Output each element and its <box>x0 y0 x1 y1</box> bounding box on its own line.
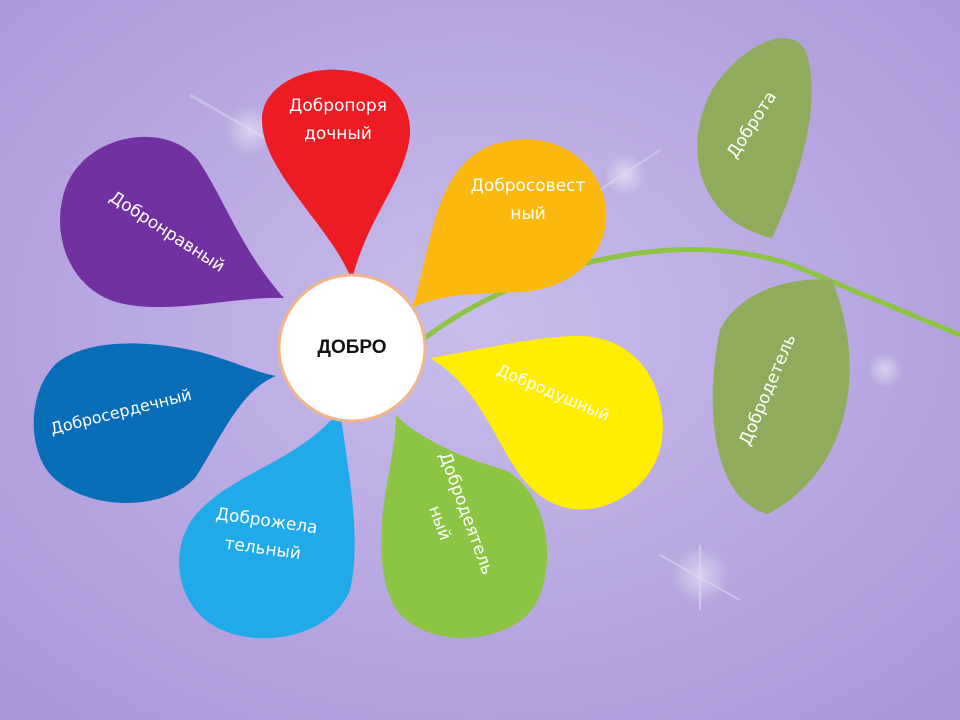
petal-purple: Добронравный <box>60 136 285 308</box>
petal-label-line: Добропоря <box>289 96 387 116</box>
petal-red: Добропоря дочный <box>262 69 411 280</box>
petal-orange-label: Добросовест ный <box>471 176 586 224</box>
center-label: ДОБРО <box>317 337 386 358</box>
petal-yellow: Добродушный <box>430 335 663 510</box>
petal-blue: Добросердечный <box>33 343 276 504</box>
petal-label-line: ный <box>510 204 546 224</box>
center-node: ДОБРО <box>277 273 427 423</box>
petal-orange: Добросовест ный <box>412 139 607 308</box>
petal-lightblue: Доброжелательный <box>179 410 355 639</box>
petal-label-line: Добросовест <box>471 176 586 196</box>
petal-red-label: Добропоря дочный <box>289 96 387 144</box>
leaf-top: Доброта <box>697 38 812 238</box>
background-sparkles <box>189 93 903 610</box>
petal-label-line: дочный <box>304 124 372 144</box>
petal-green: Добродеятельный <box>381 415 548 638</box>
leaf-bottom: Добродетель <box>712 279 850 514</box>
